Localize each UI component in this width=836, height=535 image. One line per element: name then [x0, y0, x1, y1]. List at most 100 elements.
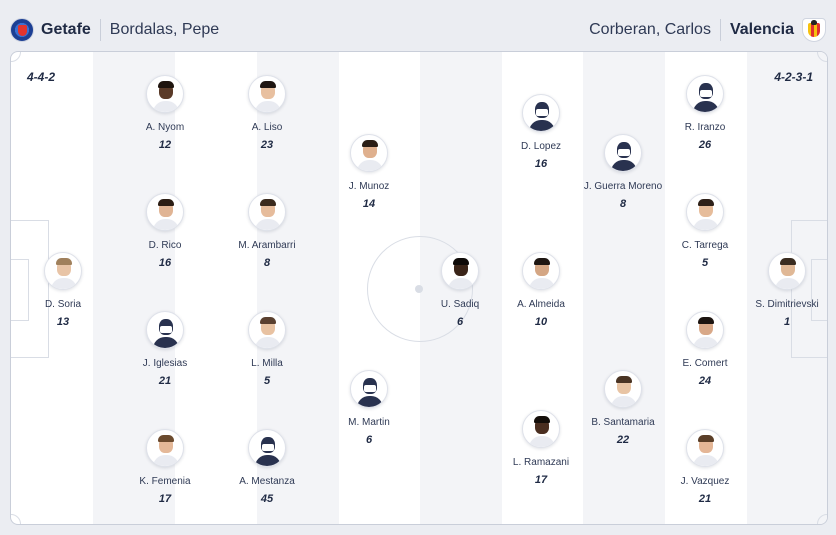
away-player[interactable]: U. Sadiq 6	[405, 252, 515, 328]
player-number: 13	[56, 316, 70, 328]
left-penalty-box	[11, 220, 49, 358]
away-player[interactable]: D. Lopez 16	[486, 94, 596, 170]
player-name: M. Martin	[348, 417, 390, 428]
player-avatar	[44, 252, 82, 290]
home-player[interactable]: L. Milla 5	[212, 311, 322, 387]
right-goal-box	[811, 259, 827, 321]
player-placeholder-icon	[604, 134, 642, 172]
home-coach-name[interactable]: Bordalas, Pepe	[109, 21, 220, 38]
home-formation: 4-4-2	[27, 70, 56, 84]
player-number: 1	[783, 316, 791, 328]
player-number: 5	[701, 257, 709, 269]
corner-arc	[817, 514, 827, 524]
player-name: B. Santamaria	[591, 417, 655, 428]
player-number: 17	[534, 474, 548, 486]
away-player[interactable]: B. Santamaria 22	[568, 370, 678, 446]
player-avatar	[686, 311, 724, 349]
player-name: K. Femenia	[139, 476, 191, 487]
player-name: L. Ramazani	[512, 457, 570, 468]
home-player[interactable]: A. Liso 23	[212, 75, 322, 151]
away-team-name[interactable]: Valencia	[729, 21, 794, 38]
divider	[99, 19, 101, 41]
player-name: J. Munoz	[348, 181, 390, 192]
player-number: 14	[362, 198, 376, 210]
home-player[interactable]: A. Nyom 12	[110, 75, 220, 151]
player-number: 24	[698, 375, 712, 387]
player-name: J. Vazquez	[680, 476, 730, 487]
home-player[interactable]: D. Rico 16	[110, 193, 220, 269]
corner-arc	[11, 52, 21, 62]
player-avatar	[522, 410, 560, 448]
corner-arc	[11, 514, 21, 524]
player-placeholder-icon	[248, 429, 286, 467]
player-name: D. Lopez	[520, 141, 562, 152]
player-avatar	[768, 252, 806, 290]
player-name: J. Guerra Moreno	[583, 181, 663, 192]
player-name: D. Rico	[148, 240, 182, 251]
player-avatar	[248, 193, 286, 231]
away-formation: 4-2-3-1	[774, 70, 813, 84]
center-circle	[367, 236, 473, 342]
player-number: 16	[158, 257, 172, 269]
away-team-header: Corberan, Carlos Valencia	[589, 18, 826, 42]
home-player[interactable]: J. Iglesias 21	[110, 311, 220, 387]
player-avatar	[248, 311, 286, 349]
player-name: A. Nyom	[145, 122, 185, 133]
away-player[interactable]: R. Iranzo 26	[650, 75, 760, 151]
home-player[interactable]: J. Munoz 14	[314, 134, 424, 210]
player-avatar	[441, 252, 479, 290]
player-number: 6	[365, 434, 373, 446]
player-name: A. Liso	[251, 122, 283, 133]
player-number: 16	[534, 158, 548, 170]
away-coach-name[interactable]: Corberan, Carlos	[589, 21, 711, 38]
player-name: C. Tarrega	[681, 240, 729, 251]
player-name: M. Arambarri	[238, 240, 296, 251]
player-avatar	[604, 370, 642, 408]
player-avatar	[522, 252, 560, 290]
player-name: U. Sadiq	[440, 299, 480, 310]
home-player[interactable]: M. Martin 6	[314, 370, 424, 446]
valencia-crest-icon	[802, 18, 826, 42]
player-number: 21	[158, 375, 172, 387]
player-number: 23	[260, 139, 274, 151]
player-placeholder-icon	[686, 75, 724, 113]
divider	[719, 19, 721, 41]
away-player[interactable]: J. Vazquez 21	[650, 429, 760, 505]
home-player[interactable]: A. Mestanza 45	[212, 429, 322, 505]
player-number: 6	[456, 316, 464, 328]
away-player[interactable]: E. Comert 24	[650, 311, 760, 387]
player-name: R. Iranzo	[684, 122, 726, 133]
player-name: A. Mestanza	[239, 476, 295, 487]
player-name: J. Iglesias	[142, 358, 188, 369]
pitch-stripe	[583, 52, 665, 524]
player-number: 8	[263, 257, 271, 269]
player-name: E. Comert	[682, 358, 728, 369]
lineup-header: Getafe Bordalas, Pepe Corberan, Carlos V…	[0, 0, 836, 56]
pitch: 4-4-2 4-2-3-1 D. Soria 13 A. Nyom 12 D. Rico…	[10, 51, 828, 525]
home-team-name[interactable]: Getafe	[41, 21, 91, 38]
player-avatar	[686, 193, 724, 231]
player-number: 45	[260, 493, 274, 505]
player-number: 26	[698, 139, 712, 151]
away-player[interactable]: L. Ramazani 17	[486, 410, 596, 486]
player-number: 22	[616, 434, 630, 446]
home-player[interactable]: D. Soria 13	[11, 252, 118, 328]
player-placeholder-icon	[522, 94, 560, 132]
player-avatar	[146, 193, 184, 231]
center-spot	[415, 285, 423, 293]
player-avatar	[248, 75, 286, 113]
home-player[interactable]: M. Arambarri 8	[212, 193, 322, 269]
player-name: D. Soria	[44, 299, 82, 310]
player-name: L. Milla	[251, 358, 283, 369]
away-player[interactable]: S. Dimitrievski 1	[732, 252, 827, 328]
player-name: S. Dimitrievski	[755, 299, 819, 310]
away-player[interactable]: C. Tarrega 5	[650, 193, 760, 269]
player-avatar	[146, 75, 184, 113]
player-number: 5	[263, 375, 271, 387]
player-number: 12	[158, 139, 172, 151]
player-number: 21	[698, 493, 712, 505]
home-team-header: Getafe Bordalas, Pepe	[10, 18, 219, 42]
